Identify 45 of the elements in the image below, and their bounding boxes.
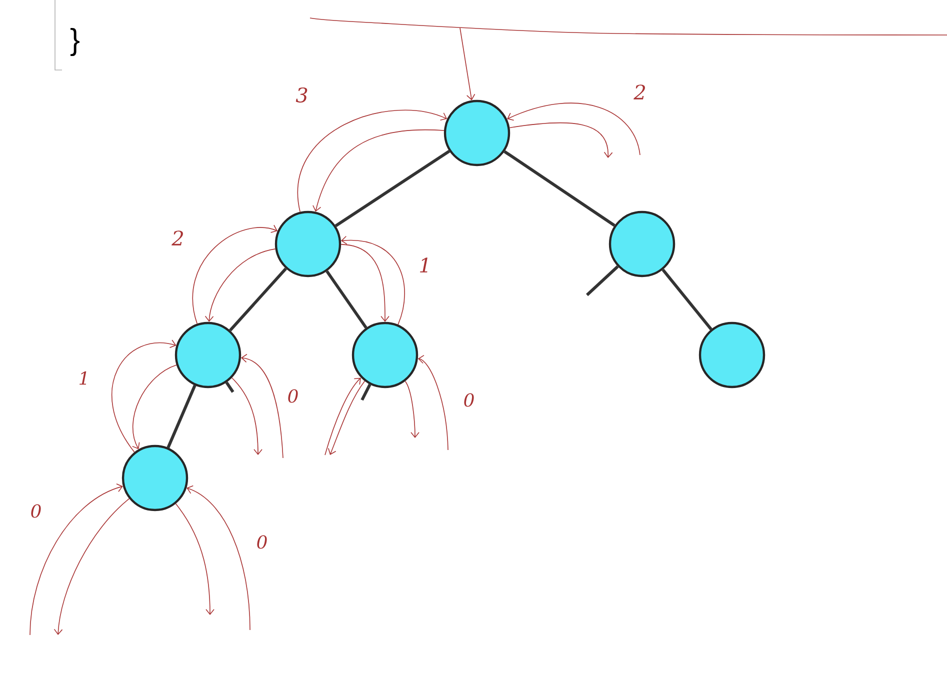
tree-edge (326, 270, 368, 329)
annotation-arrow (111, 340, 176, 452)
annotation-arrow (507, 102, 640, 156)
annotation-arrow (186, 485, 250, 630)
tree-node (608, 210, 676, 278)
handwritten-number: 1 (420, 258, 428, 272)
tree-node (698, 322, 766, 388)
tree-edge (662, 268, 712, 330)
tree-edge (360, 384, 372, 401)
tree-edge (229, 268, 287, 332)
tree-node (174, 322, 242, 388)
tree-node (274, 210, 342, 278)
annotation-arrow (340, 236, 405, 325)
handwritten-number: 2 (172, 230, 183, 246)
tree-node (444, 100, 510, 166)
annotation-arrow (418, 354, 448, 450)
annotation-arrow (204, 248, 276, 322)
annotation-arrow (404, 380, 420, 438)
annotation-arrow (509, 122, 613, 158)
annotation-arrow (297, 110, 448, 212)
tree-edge (586, 265, 619, 296)
handwritten-number: 0 (464, 393, 474, 407)
handwritten-number: 2 (634, 84, 645, 100)
annotation-arrow (240, 354, 284, 458)
tree-node (352, 322, 418, 388)
tree-edge (225, 382, 234, 393)
annotation-arrow (54, 498, 130, 635)
annotation-arrow (340, 244, 390, 322)
code-brace: } (70, 28, 80, 56)
tree-edge (166, 384, 196, 448)
annotation-arrow (232, 378, 262, 455)
annotation-arrow (312, 129, 444, 212)
handwritten-number: 0 (257, 535, 267, 549)
tree-edge (334, 150, 450, 228)
handwritten-number: 0 (31, 504, 41, 518)
annotation-arrow (192, 224, 278, 324)
tree-node (122, 444, 188, 512)
handwritten-number: 3 (296, 87, 308, 103)
handwritten-number: 0 (288, 389, 298, 403)
handwritten-number: 1 (80, 371, 86, 385)
annotation-arrow (175, 503, 214, 615)
annotation-arrow (132, 364, 177, 450)
tree-edge (504, 150, 616, 227)
pointer-arrow (460, 28, 476, 100)
annotation-arrow (30, 483, 123, 636)
